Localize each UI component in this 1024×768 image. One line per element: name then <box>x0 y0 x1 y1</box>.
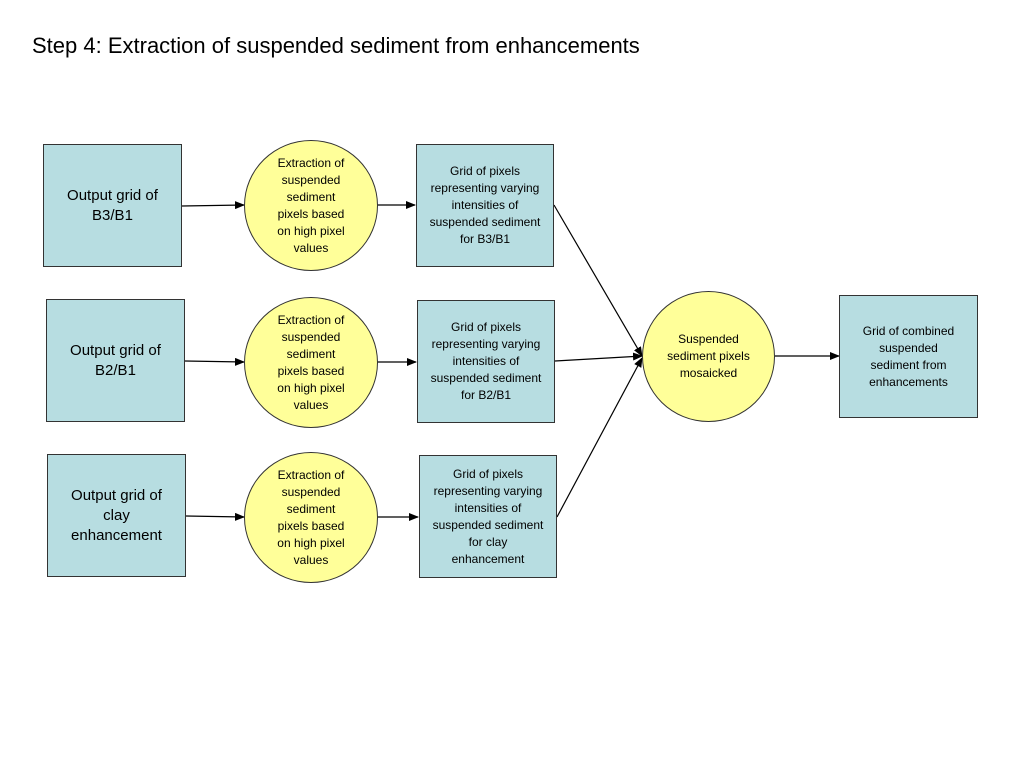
input-grid-b2-b1-label: Output grid of B2/B1 <box>70 341 161 379</box>
input-grid-b2-b1: Output grid of B2/B1 <box>46 299 185 422</box>
extraction-process-b3-b1: Extraction of suspended sediment pixels … <box>244 140 378 271</box>
extraction-process-b3-b1-label: Extraction of suspended sediment pixels … <box>277 155 345 255</box>
arrow-input1-to-process1 <box>181 201 245 210</box>
output-grid-b3-b1: Grid of pixels representing varying inte… <box>416 144 554 267</box>
input-grid-clay: Output grid of clay enhancement <box>47 454 186 577</box>
arrow-output2-to-mosaic <box>554 352 643 362</box>
arrow-input2-to-process2 <box>184 357 245 366</box>
output-grid-clay: Grid of pixels representing varying inte… <box>419 455 557 578</box>
final-combined-grid-label: Grid of combined suspended sediment from… <box>862 323 955 389</box>
mosaic-process: Suspended sediment pixels mosaicked <box>642 291 775 422</box>
arrow-output3-to-mosaic <box>556 357 643 518</box>
extraction-process-clay-label: Extraction of suspended sediment pixels … <box>277 467 345 567</box>
output-grid-b2-b1-label: Grid of pixels representing varying inte… <box>430 320 542 402</box>
input-grid-b3-b1-label: Output grid of B3/B1 <box>67 186 158 224</box>
arrow-output1-to-mosaic <box>553 204 643 357</box>
extraction-process-b2-b1-label: Extraction of suspended sediment pixels … <box>277 312 345 412</box>
output-grid-b2-b1: Grid of pixels representing varying inte… <box>417 300 555 423</box>
extraction-process-clay: Extraction of suspended sediment pixels … <box>244 452 378 583</box>
slide-title: Step 4: Extraction of suspended sediment… <box>32 33 640 58</box>
final-combined-grid: Grid of combined suspended sediment from… <box>839 295 978 418</box>
mosaic-process-label: Suspended sediment pixels mosaicked <box>667 332 750 380</box>
output-grid-b3-b1-label: Grid of pixels representing varying inte… <box>429 164 541 246</box>
input-grid-b3-b1: Output grid of B3/B1 <box>43 144 182 267</box>
arrow-input3-to-process3 <box>185 512 245 521</box>
input-grid-clay-label: Output grid of clay enhancement <box>71 486 162 544</box>
output-grid-clay-label: Grid of pixels representing varying inte… <box>432 466 544 566</box>
extraction-process-b2-b1: Extraction of suspended sediment pixels … <box>244 297 378 428</box>
